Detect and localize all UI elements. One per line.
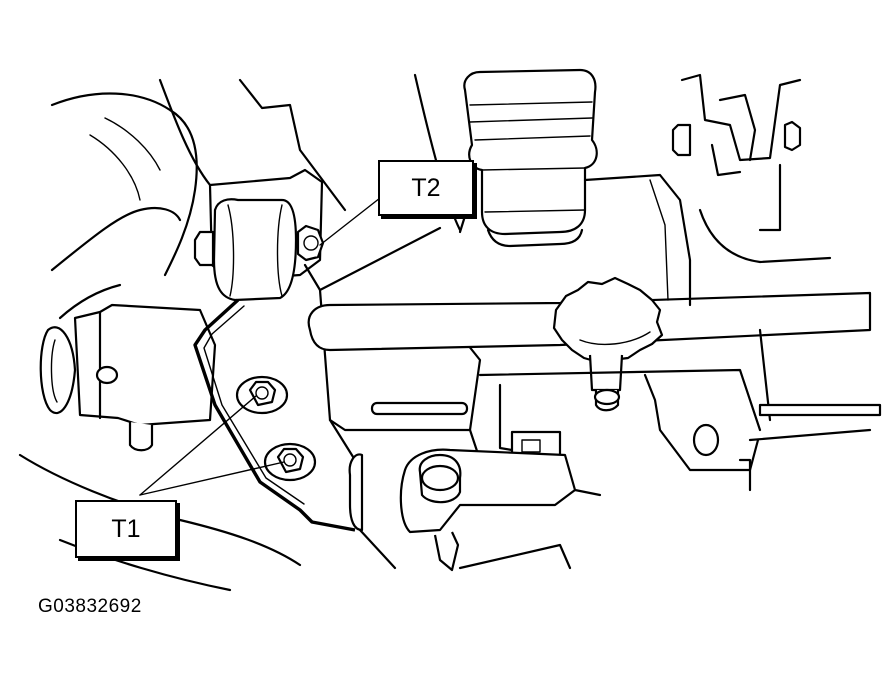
linkage-arm	[348, 448, 602, 572]
callout-t2: T2	[378, 160, 474, 216]
drive-shaft	[39, 303, 217, 452]
transmission-housing	[303, 226, 572, 570]
engine-mount-bushing	[193, 168, 325, 302]
mount-bracket	[193, 298, 356, 532]
actuator-boot	[463, 68, 598, 248]
right-bracket	[671, 73, 832, 264]
callout-t1: T1	[75, 500, 177, 558]
figure-id: G03832692	[38, 596, 142, 617]
bracket-bolts	[235, 375, 317, 482]
knob	[552, 276, 664, 412]
leader-lines	[139, 197, 381, 496]
